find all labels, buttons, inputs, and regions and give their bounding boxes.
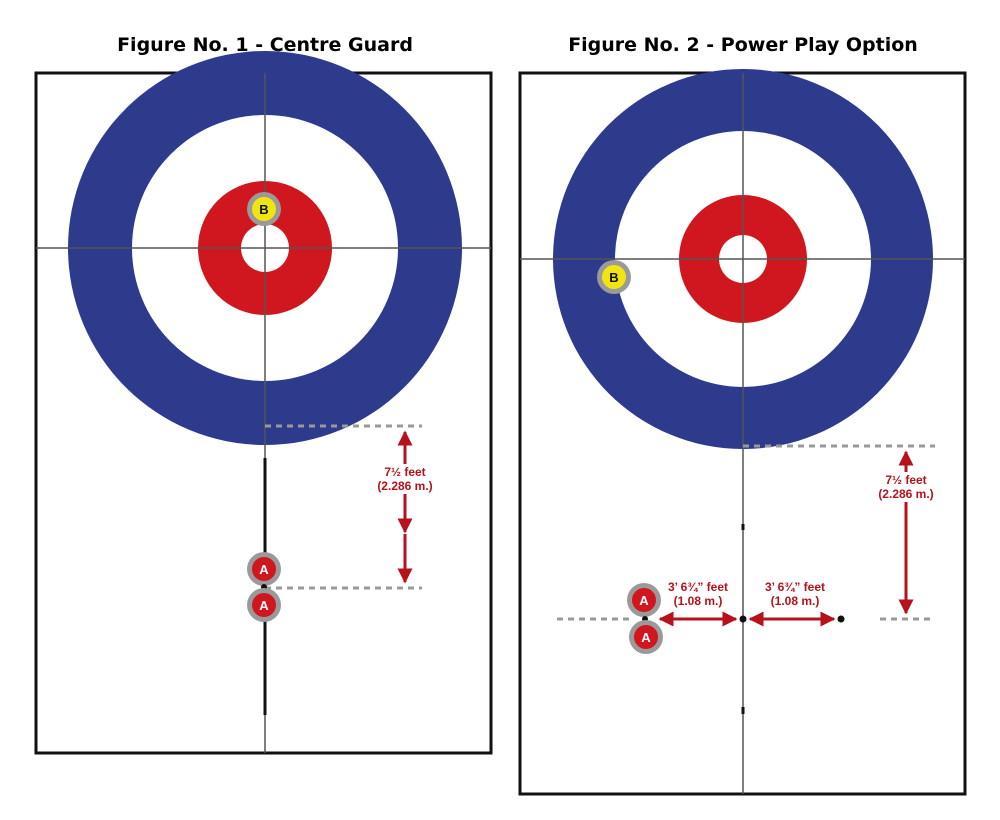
stone-a-1-bottom-body (252, 593, 276, 617)
figure-2-title: Figure No. 2 - Power Play Option (568, 34, 918, 56)
stone-a-2-top-label: A (639, 593, 649, 608)
stone-a-2-top: A (627, 583, 661, 617)
figure-2: 7½ feet (2.286 m.) 3’ 6¾” feet (1.08 m.)… (518, 69, 967, 796)
stone-a-1-top-body (252, 557, 276, 581)
right-dimension-label-metres: (1.08 m.) (771, 594, 820, 608)
dimension-label-1-feet: 7½ feet (384, 465, 425, 479)
stone-a-2-bottom-label: A (641, 630, 651, 645)
stone-b-2-label: B (609, 270, 618, 285)
right-marker-dot-2 (837, 615, 845, 623)
stone-b-1: B (247, 192, 281, 226)
dimension-label-bg-1 (362, 464, 448, 494)
figure-1: 7½ feet (2.286 m.) B A A (34, 51, 493, 755)
left-dimension-label-metres: (1.08 m.) (674, 594, 723, 608)
stone-a-1-bottom: A (247, 588, 281, 622)
stone-b-2-body (602, 265, 626, 289)
stone-a-2-bottom: A (629, 620, 663, 654)
stone-a-2-top-body (632, 588, 656, 612)
centre-dot-2 (739, 615, 747, 623)
dimension-label-bg-2 (862, 472, 950, 502)
stone-a-2-bottom-body (634, 625, 658, 649)
stone-a-1-top: A (247, 552, 281, 586)
left-dimension-label-feet: 3’ 6¾” feet (668, 580, 728, 594)
figure-1-title: Figure No. 1 - Centre Guard (117, 34, 413, 56)
right-dimension-label-feet: 3’ 6¾” feet (765, 580, 825, 594)
dimension-label-2-feet: 7½ feet (885, 473, 926, 487)
dimension-label-2-metres: (2.286 m.) (878, 487, 933, 501)
dimension-label-1-metres: (2.286 m.) (377, 479, 432, 493)
stone-a-1-bottom-label: A (259, 598, 269, 613)
stone-a-1-top-label: A (259, 562, 269, 577)
stone-b-1-label: B (259, 202, 268, 217)
stone-b-2: B (597, 260, 631, 294)
stone-b-1-body (252, 197, 276, 221)
